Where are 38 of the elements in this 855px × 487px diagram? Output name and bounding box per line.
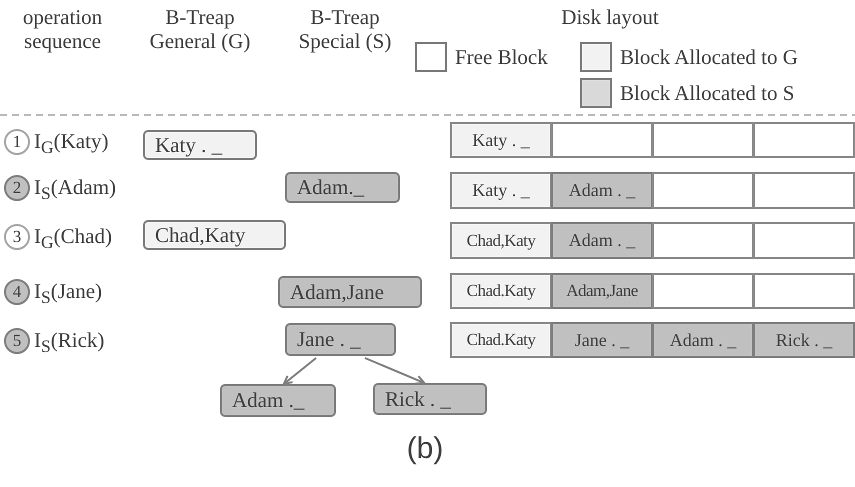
disk-block: Adam,Jane <box>551 273 653 309</box>
disk-block: Chad.Katy <box>450 273 552 309</box>
column-heading: B-Treap General (G) <box>148 5 252 53</box>
disk-block: Rick . _ <box>753 322 855 358</box>
operation-text: I$_{S}$(Rick) <box>34 328 104 358</box>
legend-label: Block Allocated to S <box>620 81 794 105</box>
tree-node-box: Chad,Katy <box>143 220 286 250</box>
disk-block: Adam . _ <box>652 322 754 358</box>
disk-block: Jane . _ <box>551 322 653 358</box>
disk-block: Chad,Katy <box>450 222 552 259</box>
operation-text: I$_{G}$(Katy) <box>34 129 108 160</box>
disk-block: Chad.Katy <box>450 322 552 358</box>
arrow <box>282 357 317 385</box>
tree-node-box: Adam._ <box>285 172 400 203</box>
step-number-circle: 4 <box>4 279 30 305</box>
disk-block: Katy . _ <box>450 172 552 209</box>
step-number-circle: 1 <box>4 129 30 155</box>
disk-block: Adam . _ <box>551 172 653 209</box>
operation-text: I$_{G}$(Chad) <box>34 224 112 254</box>
tree-node-box: Katy . _ <box>143 130 257 160</box>
tree-node-box: Adam,Jane <box>278 276 422 308</box>
step-number-circle: 5 <box>4 328 30 354</box>
column-heading: operation sequence <box>22 5 104 53</box>
legend-label: Block Allocated to G <box>620 45 798 69</box>
disk-block: Adam . _ <box>551 222 653 259</box>
tree-node-box: Rick . _ <box>373 383 487 415</box>
tree-node-box: Adam ._ <box>220 384 336 417</box>
legend-label: Free Block <box>455 45 548 69</box>
column-heading: Disk layout <box>560 5 660 29</box>
column-heading: B-Treap Special (S) <box>298 5 392 53</box>
step-number-circle: 3 <box>4 224 30 250</box>
disk-block: Katy . _ <box>450 122 552 158</box>
step-number-circle: 2 <box>4 175 30 201</box>
arrow <box>364 357 426 385</box>
operation-text: I$_{S}$(Jane) <box>34 279 102 310</box>
operation-text: I$_{S}$(Adam) <box>34 175 116 206</box>
tree-node-box: Jane . _ <box>285 323 396 356</box>
figure-caption: (b) <box>406 432 444 466</box>
